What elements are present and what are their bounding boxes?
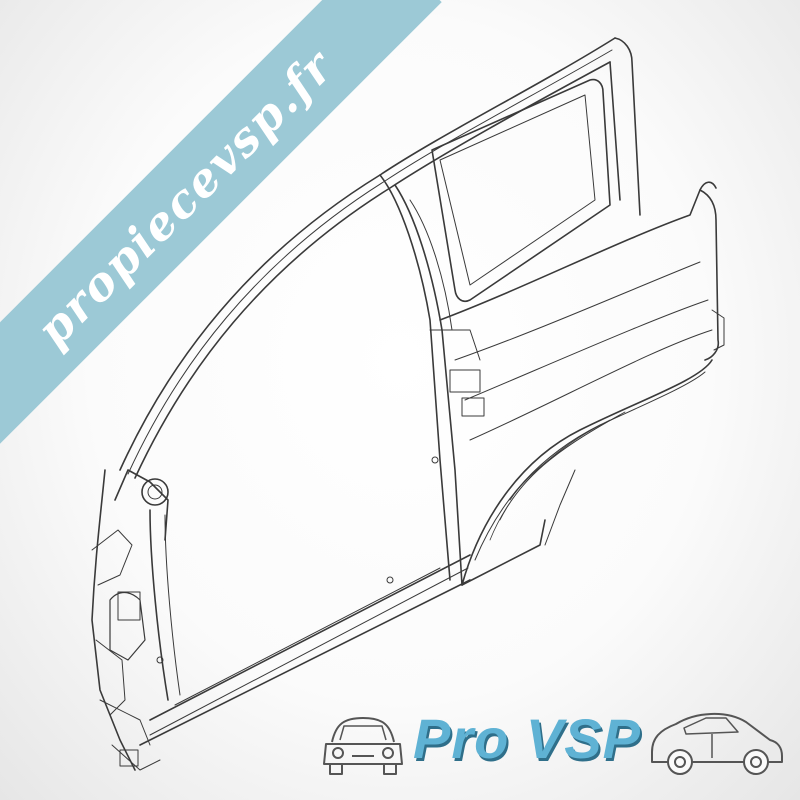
brand-logo: Pro VSP	[318, 700, 788, 784]
quarter-panel	[439, 189, 720, 361]
door-opening	[149, 509, 169, 701]
hinge-pillar	[91, 469, 136, 771]
front-car-icon	[323, 717, 403, 775]
wheel-arch	[461, 359, 713, 586]
b-pillar	[379, 174, 451, 581]
logo-text: Pro VSP	[413, 707, 641, 770]
side-car-icon	[651, 712, 783, 775]
roof-arc	[119, 37, 616, 471]
rocker-sill	[149, 554, 471, 721]
rear-window	[431, 78, 611, 303]
